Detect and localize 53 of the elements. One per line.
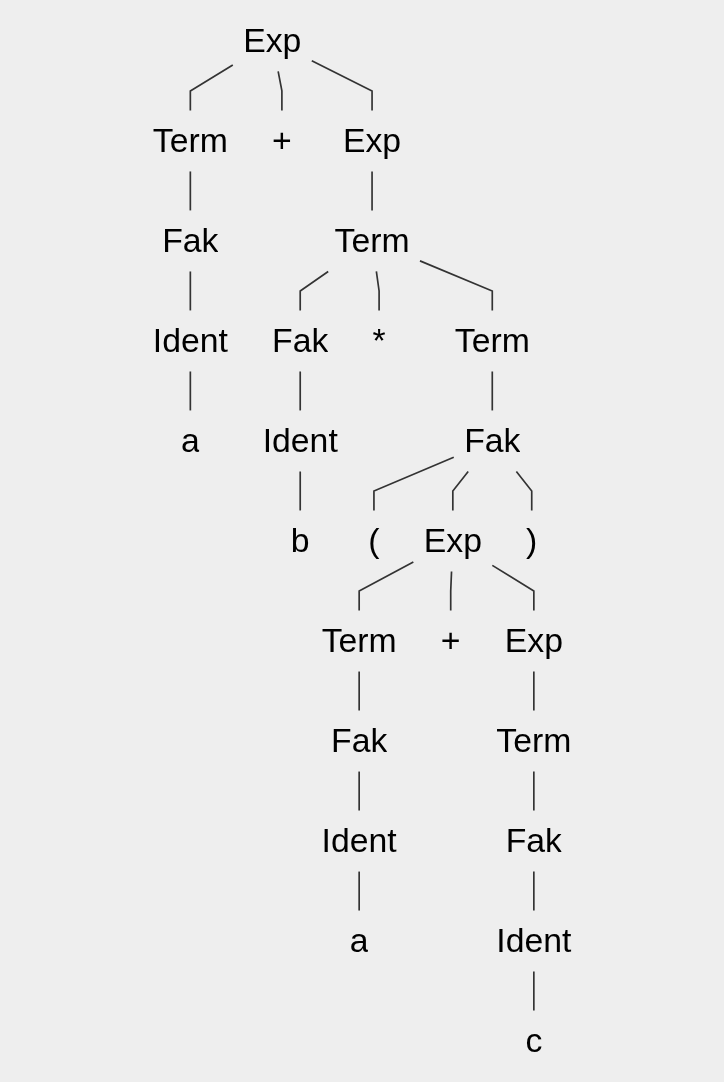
node-text: Fak <box>271 320 329 360</box>
connector <box>515 470 533 512</box>
node-text: a <box>349 920 369 960</box>
node-text: Ident <box>496 920 572 960</box>
connector <box>532 670 535 712</box>
node-text: b <box>290 520 310 560</box>
connector <box>299 270 329 312</box>
connector <box>189 270 192 312</box>
node-text: Term <box>496 720 572 760</box>
node-text: Ident <box>321 820 397 860</box>
connector <box>310 59 373 112</box>
connector <box>491 370 494 412</box>
node-text: Exp <box>423 520 482 560</box>
connector <box>358 561 415 612</box>
node-text: c <box>525 1020 543 1060</box>
connector <box>358 770 360 812</box>
node-text: Term <box>152 120 228 160</box>
node-text: Term <box>454 320 530 360</box>
connector <box>358 870 360 912</box>
node-text: Fak <box>505 820 562 860</box>
node-text: Term <box>321 620 397 660</box>
connector <box>299 370 301 412</box>
connector <box>375 270 380 312</box>
node-text: + <box>271 120 292 160</box>
connector <box>189 170 192 212</box>
node-text: ) <box>526 520 538 560</box>
connector <box>373 456 455 512</box>
connector <box>371 170 373 212</box>
node-text: Exp <box>504 620 563 660</box>
node-text: Ident <box>152 320 228 360</box>
node-text: Fak <box>464 420 521 460</box>
connector <box>277 70 283 112</box>
connector <box>449 570 453 612</box>
connector <box>451 470 469 512</box>
node-text: Fak <box>162 220 219 260</box>
node-text: Fak <box>330 720 388 760</box>
node-text: Term <box>334 220 410 260</box>
connector <box>189 370 192 412</box>
node-text: ( <box>368 520 380 560</box>
connector <box>532 870 535 912</box>
connector <box>532 970 535 1012</box>
connector <box>419 260 494 312</box>
connector <box>299 470 301 512</box>
connector <box>189 64 234 112</box>
connector <box>491 564 535 612</box>
node-text: * <box>372 320 386 360</box>
node-text: Exp <box>342 120 402 160</box>
node-text: Exp <box>243 20 302 60</box>
node-text: Ident <box>262 420 338 460</box>
node-text: + <box>440 620 461 660</box>
connector <box>358 670 360 712</box>
node-text: a <box>180 420 200 460</box>
connector <box>532 770 535 812</box>
